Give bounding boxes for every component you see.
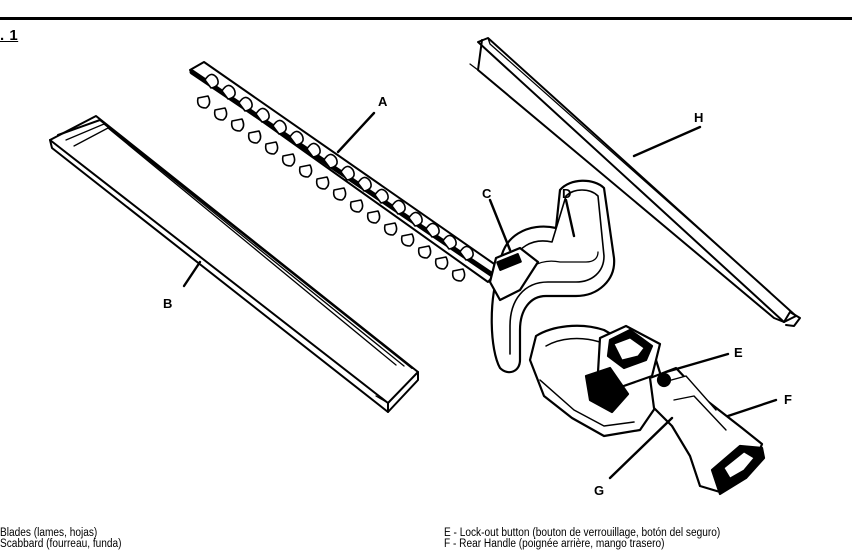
trimmer-body-illustration <box>528 324 766 496</box>
callout-leaders <box>182 111 778 480</box>
legend-item: Blades (lames, hojas) <box>0 527 98 539</box>
callout-a: A <box>378 94 388 109</box>
callout-b: B <box>163 296 173 311</box>
legend-item: Scabbard (fourreau, funda) <box>0 538 122 550</box>
callout-h: H <box>694 110 704 125</box>
legend-item: E - Lock-out button (bouton de verrouill… <box>444 527 721 539</box>
motor-housing-c-illustration <box>488 246 540 302</box>
callout-g: G <box>594 483 605 498</box>
legend-item: F - Rear Handle (poignée arrière, mango … <box>444 538 665 550</box>
scabbard-h-illustration <box>469 37 801 327</box>
blade-a-illustration <box>189 61 501 283</box>
callout-e: E <box>734 345 743 360</box>
top-rule <box>0 17 852 20</box>
legend-right: E - Lock-out button (bouton de verrouill… <box>444 527 721 550</box>
callout-d: D <box>562 186 572 201</box>
scabbard-b-illustration <box>49 115 419 413</box>
callout-f: F <box>784 392 792 407</box>
figure-title: . 1 <box>0 27 19 44</box>
front-handle-d-illustration <box>490 179 616 374</box>
callout-c: C <box>482 186 492 201</box>
legend-left: Blades (lames, hojas) Scabbard (fourreau… <box>0 527 122 550</box>
